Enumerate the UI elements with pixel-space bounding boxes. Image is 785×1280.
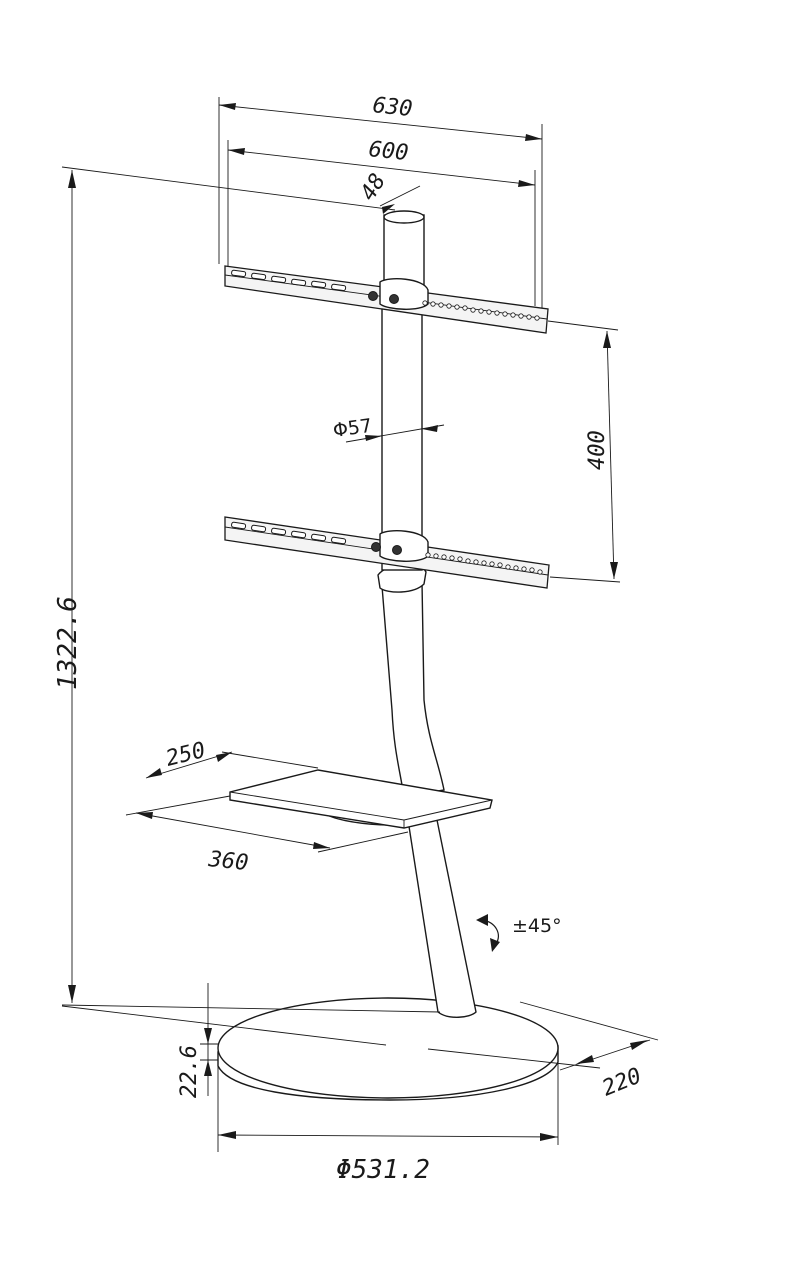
dim-pole-diameter: Φ57 [332,415,374,442]
round-base [217,997,559,1101]
dim-rotation: ±45° [512,915,562,937]
dim-pole-top: 48 [356,169,391,205]
dim-base-diameter: Φ531.2 [336,1155,430,1185]
lower-bracket [224,516,550,589]
dim-base-depth: 220 [599,1063,645,1101]
dimension-lines [61,97,659,1152]
dim-inner-width: 600 [367,137,409,166]
dim-shelf-depth: 250 [163,738,208,772]
dim-shelf-width: 360 [206,847,249,876]
dim-base-thickness: 22.6 [177,1045,202,1098]
dim-total-height: 1322.6 [53,596,83,690]
dim-outer-width: 630 [371,93,413,122]
stand-pole [377,210,477,1018]
dim-vertical-spacing: 400 [585,430,610,470]
shelf [229,769,493,829]
upper-bracket [224,265,549,334]
